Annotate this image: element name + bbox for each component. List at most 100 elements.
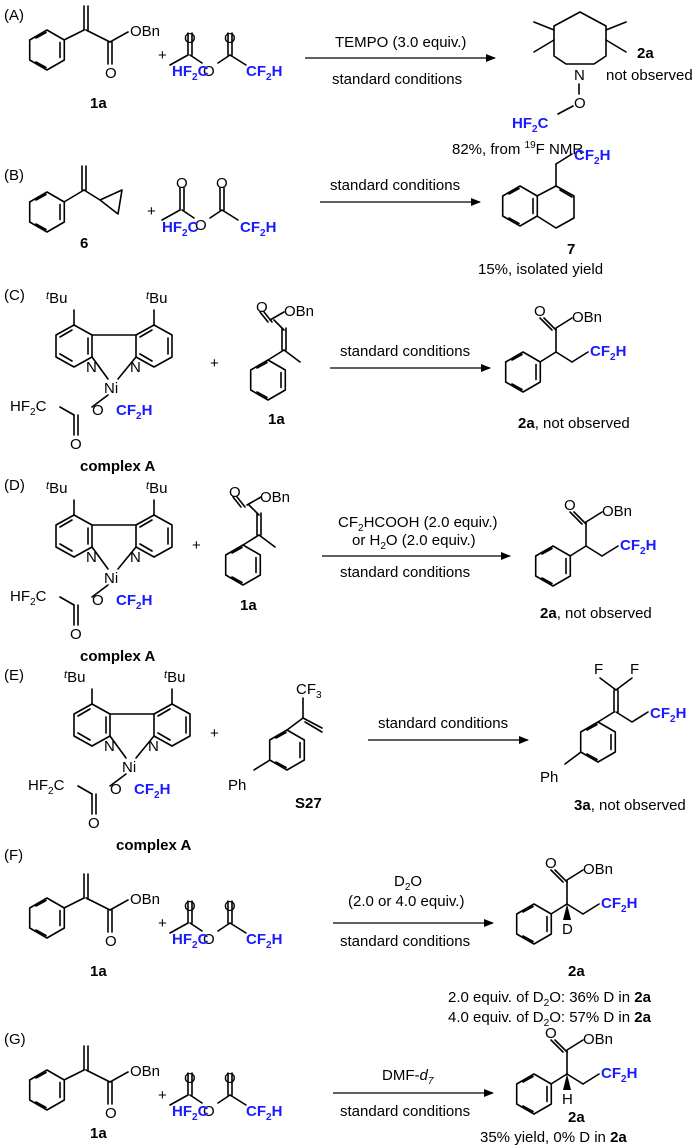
o-a2: O	[224, 30, 236, 47]
svg-text:OBn: OBn	[602, 503, 632, 520]
product-d: 2a, not observed	[540, 605, 652, 622]
svg-text:N: N	[86, 549, 97, 566]
svg-text:Ni: Ni	[122, 759, 136, 776]
svg-text:F: F	[594, 661, 603, 678]
arrow-a-top: TEMPO (3.0 equiv.)	[335, 34, 466, 51]
svg-text:O: O	[545, 1025, 557, 1042]
panel-label-a: (A)	[4, 7, 24, 24]
plus-c: +	[210, 355, 219, 372]
panel-label-c: (C)	[4, 287, 25, 304]
svg-text:O: O	[105, 1105, 117, 1122]
svg-text:O: O	[203, 1103, 215, 1120]
svg-text:N: N	[130, 359, 141, 376]
svg-text:OBn: OBn	[583, 861, 613, 878]
substrate-1a-c: 1a	[268, 411, 285, 428]
product-7: 7	[567, 241, 575, 258]
svg-text:tBu: tBu	[146, 290, 167, 307]
svg-text:O: O	[92, 402, 104, 419]
yield-a: 82%, from 19F NMR	[452, 140, 583, 158]
product-c: 2a, not observed	[518, 415, 630, 432]
svg-text:CF3: CF3	[296, 681, 322, 701]
substrate-6: 6	[80, 235, 88, 252]
svg-text:O: O	[203, 931, 215, 948]
note-f-1: 2.0 equiv. of D2O: 36% D in 2a	[448, 989, 652, 1009]
tempo-ring	[553, 11, 607, 65]
product-cf2h-b: CF2H	[574, 147, 610, 167]
cf2h-b: CF2H	[240, 219, 276, 239]
plus-f: +	[158, 915, 167, 932]
plus-g: +	[158, 1087, 167, 1104]
o-b1: O	[176, 175, 188, 192]
svg-text:O: O	[184, 1070, 196, 1087]
hf2c-b: HF2C	[162, 219, 199, 239]
product-cf2h-e: CF2H	[650, 705, 686, 725]
carbonyl-o: O	[105, 65, 117, 82]
plus-a: +	[158, 47, 167, 64]
panel-label-f: (F)	[4, 847, 23, 864]
svg-text:HF2C: HF2C	[28, 777, 65, 797]
svg-text:tBu: tBu	[46, 480, 67, 497]
svg-text:tBu: tBu	[64, 669, 85, 686]
svg-text:N: N	[130, 549, 141, 566]
product-cf2h-f: CF2H	[601, 895, 637, 915]
svg-text:tBu: tBu	[164, 669, 185, 686]
svg-text:OBn: OBn	[130, 891, 160, 908]
svg-text:O: O	[224, 1070, 236, 1087]
arrow-d-top1: CF2HCOOH (2.0 equiv.)	[338, 514, 498, 534]
svg-text:Ni: Ni	[104, 570, 118, 587]
product-cf2h-c: CF2H	[590, 343, 626, 363]
svg-text:D: D	[562, 921, 573, 938]
o-a1: O	[184, 30, 196, 47]
svg-text:OBn: OBn	[260, 489, 290, 506]
svg-text:O: O	[70, 626, 82, 643]
note-g: 35% yield, 0% D in 2a	[480, 1129, 627, 1146]
svg-text:HF2C: HF2C	[10, 398, 47, 418]
tempo-o: O	[574, 95, 586, 112]
arrow-a-bottom: standard conditions	[332, 71, 462, 88]
svg-text:HF2C: HF2C	[172, 931, 209, 951]
complex-a-label-c: complex A	[80, 458, 155, 475]
tempo-n: N	[574, 67, 585, 84]
product-cf2h-d: CF2H	[620, 537, 656, 557]
svg-text:O: O	[224, 898, 236, 915]
svg-text:N: N	[148, 738, 159, 755]
product-2a-g: 2a	[568, 1109, 585, 1126]
product-2a-f: 2a	[568, 963, 585, 980]
panel-label-d: (D)	[4, 477, 25, 494]
svg-text:O: O	[110, 781, 122, 798]
arrow-c-top: standard conditions	[340, 343, 470, 360]
plus-b: +	[147, 203, 156, 220]
svg-text:F: F	[630, 661, 639, 678]
product-2a-a: 2a	[637, 45, 654, 62]
substrate-1a-a: 1a	[90, 95, 107, 112]
panel-label-e: (E)	[4, 667, 24, 684]
hf2c-a: HF2C	[172, 63, 209, 83]
panel-label-b: (B)	[4, 167, 24, 184]
svg-text:OBn: OBn	[130, 1063, 160, 1080]
note-a: not observed	[606, 67, 693, 84]
cf2h-a: CF2H	[246, 63, 282, 83]
svg-text:Ni: Ni	[104, 380, 118, 397]
product-e: 3a, not observed	[574, 797, 686, 814]
arrow-d-bottom: standard conditions	[340, 564, 470, 581]
substrate-s27: S27	[295, 795, 322, 812]
svg-text:CF2H: CF2H	[246, 931, 282, 951]
arrow-f-bottom: standard conditions	[340, 933, 470, 950]
arrow-b-top: standard conditions	[330, 177, 460, 194]
svg-text:O: O	[564, 497, 576, 514]
svg-text:O: O	[105, 933, 117, 950]
product-cf2h-g: CF2H	[601, 1065, 637, 1085]
ester-obn: OBn	[130, 23, 160, 40]
arrow-f-top1: D2O	[394, 873, 422, 893]
svg-text:O: O	[545, 855, 557, 872]
arrow-g-bottom: standard conditions	[340, 1103, 470, 1120]
svg-text:O: O	[256, 299, 268, 316]
svg-text:N: N	[104, 738, 115, 755]
svg-text:O: O	[184, 898, 196, 915]
svg-text:H: H	[562, 1091, 573, 1108]
svg-text:CF2H: CF2H	[116, 402, 152, 422]
svg-text:O: O	[534, 303, 546, 320]
arrow-f-top2: (2.0 or 4.0 equiv.)	[348, 893, 464, 910]
svg-text:O: O	[88, 815, 100, 832]
